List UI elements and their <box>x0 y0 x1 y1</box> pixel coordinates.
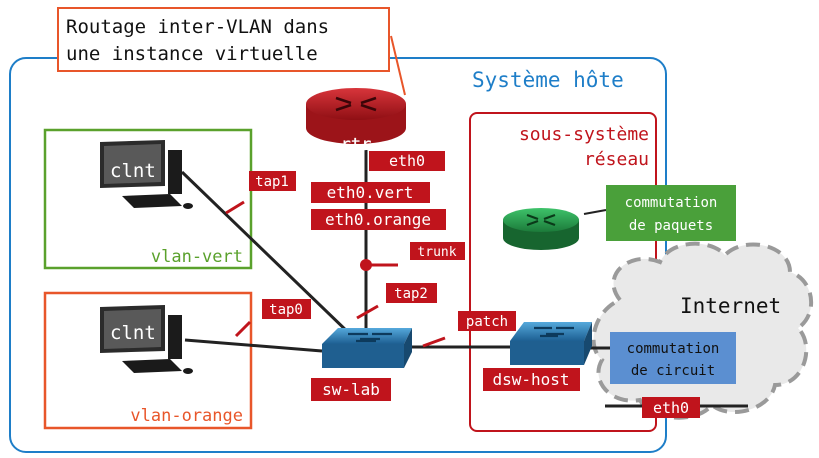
title-line2: une instance virtuelle <box>66 43 318 65</box>
subsystem-label-line2: réseau <box>584 149 649 170</box>
tap1-label: tap1 <box>255 174 289 190</box>
circuit-switching-line2: de circuit <box>631 363 715 379</box>
patch-label-bg <box>458 311 516 331</box>
subif-orange-label-bg <box>311 209 446 230</box>
client-orange-computer-icon <box>100 305 193 374</box>
packet-router-icon <box>503 208 579 250</box>
trunk-node <box>360 259 372 271</box>
circuit-switching-line1: commutation <box>627 341 720 357</box>
tap0-label: tap0 <box>269 302 303 318</box>
host-system-label: Système hôte <box>472 68 624 92</box>
rtr-eth0-label-bg <box>369 151 445 171</box>
internet-label: Internet <box>680 294 781 318</box>
packet-switching-line1: commutation <box>625 195 718 211</box>
router-label: rtr <box>341 135 372 155</box>
internet-eth0-label: eth0 <box>653 399 689 417</box>
packet-switching-line2: de paquets <box>629 218 713 234</box>
internet-cloud <box>591 241 814 420</box>
tap0-label-bg <box>262 299 311 319</box>
sw-lab-label-bg <box>311 378 391 401</box>
subsystem-label-line1: sous-système <box>519 124 649 145</box>
vlan-orange-label: vlan-orange <box>130 406 243 426</box>
packet-switching-box <box>606 185 736 241</box>
client-vert-computer-icon <box>100 140 193 209</box>
patch-label: patch <box>466 314 508 330</box>
subif-vert-label: eth0.vert <box>327 183 414 202</box>
tap1-label-bg <box>249 171 296 191</box>
switch-host-icon <box>510 322 592 365</box>
trunk-label-bg <box>410 242 465 260</box>
dsw-host-label: dsw-host <box>492 370 569 389</box>
subif-orange-label: eth0.orange <box>325 210 431 229</box>
trunk-label: trunk <box>417 245 456 260</box>
tap2-tick <box>356 304 379 320</box>
link-title-router <box>390 35 406 96</box>
link-clnt-vert-sw <box>180 170 354 338</box>
tap0-tick <box>234 320 252 338</box>
tap1-tick <box>225 200 245 215</box>
client-orange-label: clnt <box>110 322 156 344</box>
tap2-label-bg <box>386 283 437 303</box>
link-clnt-orange-sw <box>184 338 323 353</box>
rtr-eth0-label: eth0 <box>389 152 425 170</box>
client-vert-label: clnt <box>110 160 156 182</box>
subif-vert-label-bg <box>311 182 430 203</box>
vlan-vert-frame <box>43 128 253 270</box>
vlan-vert-label: vlan-vert <box>151 247 243 267</box>
circuit-switching-box <box>610 332 736 384</box>
title-line1: Routage inter-VLAN dans <box>66 16 329 38</box>
link-packet-box <box>583 209 607 215</box>
sw-lab-label: sw-lab <box>322 380 380 399</box>
router-icon <box>306 88 406 144</box>
internet-eth0-label-bg <box>642 397 700 418</box>
title-box <box>57 7 390 72</box>
tap2-label: tap2 <box>394 286 428 302</box>
vlan-orange-frame <box>43 291 253 430</box>
patch-tick <box>422 336 446 348</box>
switch-lab-icon <box>322 328 412 368</box>
dsw-host-label-bg <box>483 368 580 391</box>
